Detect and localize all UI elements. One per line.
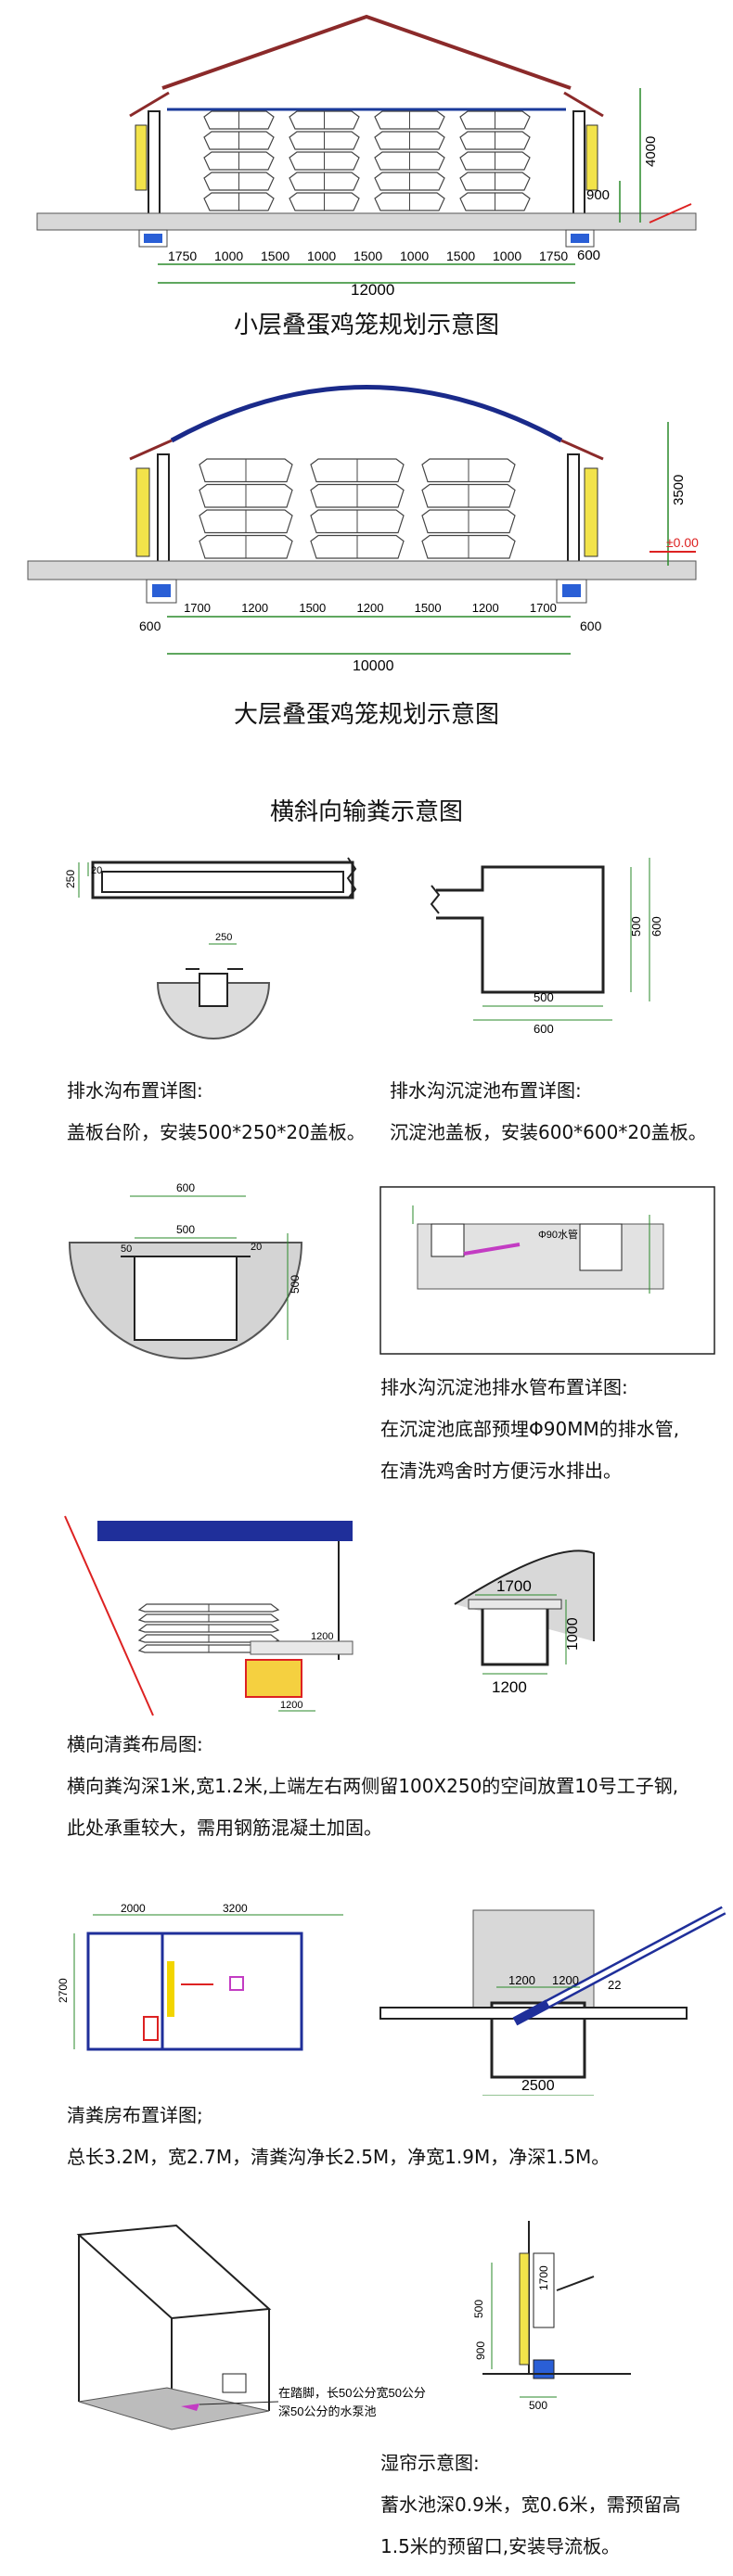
cage-group-1: [203, 110, 531, 211]
fig3-title: 横斜向输粪示意图: [269, 798, 463, 826]
dim-segment-label: 1500: [261, 249, 289, 263]
dim-segment-label: 1200: [472, 601, 499, 615]
basin-desc: 沉淀池盖板，安装600*600*20盖板。: [390, 1121, 707, 1143]
dim-segment-label: 1500: [299, 601, 326, 615]
room-angle: 22: [608, 1978, 621, 1992]
dim-side-600-right: 600: [580, 618, 602, 633]
room-labels: 2000 3200 2700 1200 1200 2500 22: [57, 1902, 621, 2094]
clean-dim-1700: 1700: [496, 1577, 532, 1595]
room-desc: 总长3.2M，宽2.7M，清粪沟净长2.5M，净宽1.9M，净深1.5M。: [67, 2146, 611, 2168]
dim-height-4000: 4000: [643, 136, 659, 167]
small-cage-diagram: 4000 900 600 12000 1750 1000 1500 1000 1500 1…: [0, 0, 733, 339]
curtain-dim-500: 500: [472, 2300, 485, 2318]
cage-stack: [289, 110, 360, 211]
dim-segment-label: 1750: [539, 249, 568, 263]
dim-total-12000: 12000: [351, 281, 394, 297]
clean-dim-1200b: 1200: [280, 1700, 302, 1711]
basin-pipe-details: [68, 1186, 715, 1359]
dim-segment-label: 1000: [400, 249, 429, 263]
pipe-line1: 在沉淀池底部预埋Φ90MM的排水管,: [380, 1418, 680, 1440]
curtain-dim-1700: 1700: [537, 2265, 550, 2290]
clean-line2: 此处承重较大，需用钢筋混凝土加固。: [67, 1817, 382, 1839]
room-title: 清粪房布置详图;: [67, 2104, 203, 2126]
dimension-line-bottom: [158, 263, 575, 284]
cage-stack: [421, 458, 516, 559]
clean-dim-1200: 1200: [311, 1631, 333, 1642]
ditch-dim-250: 250: [64, 870, 77, 888]
dim-level-000: ±0.00: [666, 535, 699, 550]
drain-details: [78, 857, 650, 1039]
dim-segment-label: 1200: [357, 601, 384, 615]
clean-line1: 横向粪沟深1米,宽1.2米,上端左右两侧留100X250的空间放置10号工子钢,: [67, 1775, 679, 1797]
clean-dim-1000: 1000: [565, 1617, 581, 1651]
drain-labels: 250 20 250 500 600 500 600: [64, 865, 663, 1036]
large-cage-drawing: [27, 385, 697, 655]
room-dim-2000: 2000: [121, 1902, 146, 1915]
dim-side-600-left: 600: [139, 618, 161, 633]
cage-stack: [310, 458, 405, 559]
room-dim-1200: 1200: [508, 1973, 535, 1987]
room-dim-1200b: 1200: [552, 1973, 579, 1987]
round-dim-600: 600: [176, 1181, 195, 1194]
dim-total-10000: 10000: [353, 658, 394, 674]
clean-dim-1200c: 1200: [492, 1678, 527, 1696]
dim-segment-label: 1000: [214, 249, 243, 263]
dim-segment-label: 1500: [415, 601, 442, 615]
cage-stack: [199, 458, 293, 559]
dim-height-3500: 3500: [671, 475, 687, 505]
round-dim-500v: 500: [289, 1275, 302, 1294]
curtain-dim-900: 900: [474, 2341, 487, 2360]
dim-side-900: 900: [586, 187, 610, 203]
cage-stack: [203, 110, 275, 211]
dim-segment-label: 1500: [354, 249, 382, 263]
room-details: [73, 1906, 727, 2096]
small-cage-labels: 4000 900 600 12000 1750 1000 1500 1000 1500 1…: [168, 136, 659, 297]
curtain-dim-500b: 500: [529, 2399, 547, 2412]
curtain-labels: 在踏脚，长50公分宽50公分 深50公分的水泵池 1700 500 900 50…: [278, 2265, 550, 2418]
ditch-desc: 盖板台阶，安装500*250*20盖板。: [67, 1121, 366, 1143]
small-cage-drawing: [36, 14, 697, 284]
basin-title: 排水沟沉淀池布置详图:: [390, 1079, 582, 1102]
curtain-title: 湿帘示意图:: [380, 2452, 480, 2474]
cleaning-details: [64, 1515, 595, 1716]
pipe-label: Φ90水管: [538, 1228, 578, 1241]
basin-dim-600v: 600: [649, 916, 663, 937]
fig1-title: 小层叠蛋鸡笼规划示意图: [233, 312, 499, 339]
ditch-dim-250b: 250: [215, 932, 232, 943]
room-dim-2700: 2700: [57, 1978, 70, 2003]
basin-pipe-labels: 600 500 50 20 500 Φ90水管: [121, 1181, 578, 1294]
dim-side-600: 600: [577, 248, 600, 263]
pipe-title: 排水沟沉淀池排水管布置详图:: [380, 1376, 628, 1398]
room-dim-2500: 2500: [521, 2078, 555, 2094]
cage-stack: [374, 110, 445, 211]
curtain-details: [76, 2221, 631, 2430]
curtain-line1: 蓄水池深0.9米，宽0.6米，需预留高: [380, 2493, 681, 2516]
ditch-dim-20: 20: [91, 865, 102, 876]
dim-segment-label: 1000: [493, 249, 521, 263]
round-dim-20: 20: [251, 1242, 262, 1253]
pipe-line2: 在清洗鸡舍时方便污水排出。: [380, 1460, 622, 1482]
curtain-note-1: 在踏脚，长50公分宽50公分: [278, 2386, 426, 2400]
basin-dim-600: 600: [534, 1022, 554, 1036]
curtain-note-2: 深50公分的水泵池: [278, 2404, 376, 2418]
curtain-line2: 1.5米的预留口,安装导流板。: [380, 2535, 621, 2557]
large-cage-labels: 3500 ±0.00 600 600 10000 1700 1200 1500 120…: [139, 475, 699, 674]
dim-segment-label: 1750: [168, 249, 197, 263]
round-dim-50: 50: [121, 1243, 132, 1255]
room-dim-3200: 3200: [223, 1902, 248, 1915]
dim-segment-label: 1200: [241, 601, 268, 615]
cage-stack: [459, 110, 531, 211]
dim-segment-label: 1700: [530, 601, 557, 615]
round-dim-500: 500: [176, 1223, 195, 1236]
cleaning-labels: 1200 1200 1700 1000 1200: [280, 1577, 581, 1711]
dim-segment-label: 1500: [446, 249, 475, 263]
ditch-title: 排水沟布置详图:: [67, 1079, 203, 1102]
clean-title: 横向清粪布局图:: [67, 1733, 203, 1755]
basin-dim-500v: 500: [629, 916, 643, 937]
dim-segment-label: 1700: [184, 601, 211, 615]
fig2-title: 大层叠蛋鸡笼规划示意图: [233, 701, 499, 729]
dim-segment-label: 1000: [307, 249, 336, 263]
large-cage-diagram: 3500 ±0.00 600 600 10000 1700 1200 1500 120…: [0, 352, 733, 729]
basin-dim-500: 500: [534, 990, 554, 1004]
